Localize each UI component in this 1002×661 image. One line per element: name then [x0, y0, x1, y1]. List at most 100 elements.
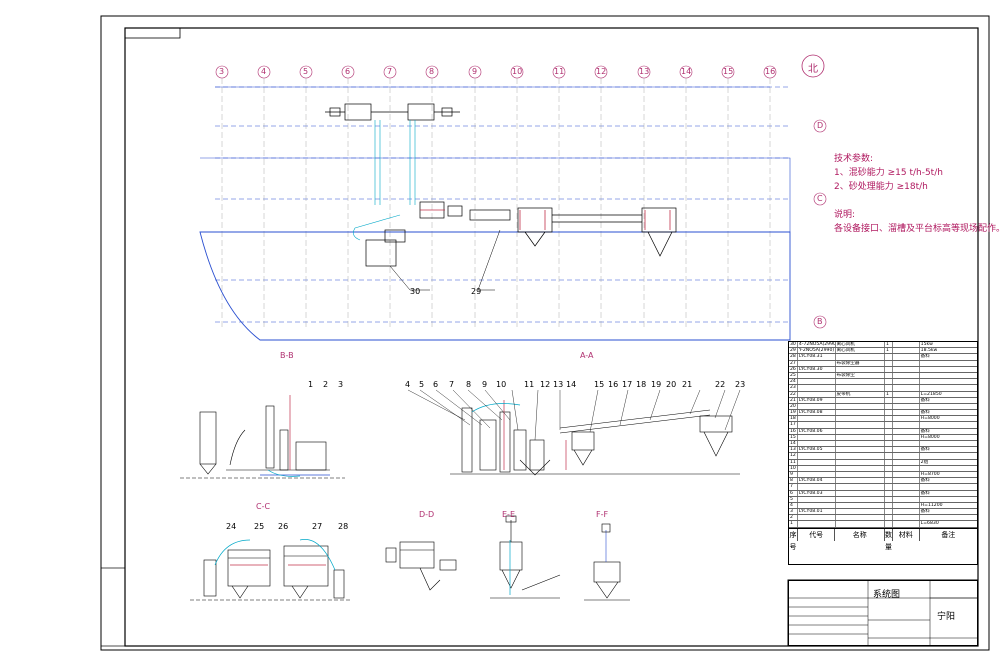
bom-cell-name	[836, 490, 885, 496]
bom-cell-qty	[885, 385, 893, 391]
bom-cell-mat	[893, 360, 920, 366]
bom-cell-name: 布袋除尘器	[836, 360, 885, 366]
building-outline-upper	[200, 157, 791, 232]
grid-axis-label: 4	[261, 67, 267, 76]
bom-cell-name	[836, 453, 885, 459]
bom-cell-mat	[893, 478, 920, 484]
bom-cell-no: 9	[789, 471, 798, 478]
bom-cell-mat	[893, 428, 920, 434]
building-outline	[199, 231, 791, 341]
view-aa-color	[471, 400, 567, 470]
bom-cell-qty	[885, 372, 893, 379]
bom-cell-qty	[885, 434, 893, 440]
bom-cell-mat	[893, 410, 920, 416]
aa-callout: 23	[735, 380, 746, 389]
bom-cell-no: 2	[789, 515, 798, 521]
bom-cell-code	[798, 379, 836, 385]
bom-cell-name	[836, 434, 885, 440]
aa-callout: 16	[608, 380, 619, 389]
aa-callout: 18	[636, 380, 647, 389]
bom-cell-code: Y-2NO5A(2990)	[798, 348, 836, 354]
row-axis-label: D	[817, 121, 824, 130]
bom-cell-mat	[893, 434, 920, 440]
aa-callout: 14	[566, 380, 577, 389]
bom-cell-rem: L=6830	[920, 521, 939, 527]
bom-cell-no: 29	[789, 348, 798, 354]
bom-cell-mat	[893, 490, 920, 496]
bom-cell-mat	[893, 422, 920, 428]
bom-cell-name	[836, 459, 885, 465]
grid-axis-label: 7	[387, 67, 393, 76]
bom-cell-name	[836, 478, 885, 484]
table-row: 12	[789, 453, 977, 460]
plan-callout: 30	[410, 287, 421, 296]
bom-cell-code	[798, 484, 836, 490]
row-axis-label: B	[817, 317, 823, 326]
grid-axis-label: 3	[219, 67, 225, 76]
bom-cell-rem	[920, 361, 977, 366]
cc-callout: 27	[312, 522, 323, 531]
bom-cell-qty	[885, 360, 893, 366]
aa-callout: 22	[715, 380, 726, 389]
bom-cell-mat	[893, 348, 920, 354]
aa-callout: 21	[682, 380, 693, 389]
bom-cell-no: 1	[789, 521, 798, 527]
bom-header-no: 序号	[789, 528, 798, 551]
bom-cell-name	[836, 496, 885, 502]
bom-cell-rem	[920, 484, 977, 489]
bom-cell-qty	[885, 366, 893, 372]
bom-cell-code	[798, 416, 836, 422]
bom-cell-qty	[885, 397, 893, 403]
bom-cell-mat	[893, 515, 920, 521]
bom-cell-rem: L=21850	[920, 391, 942, 397]
bom-cell-rem: 备料	[920, 478, 930, 484]
view-bb-drawing	[180, 405, 345, 479]
bom-cell-rem	[920, 453, 977, 458]
cc-callout: 28	[338, 522, 349, 531]
aa-callout: 5	[419, 380, 425, 389]
bom-cell-name	[836, 385, 885, 391]
bom-header-mat: 材料	[893, 528, 920, 541]
bom-cell-rem: 备料	[920, 447, 930, 453]
bom-cell-mat	[893, 484, 920, 490]
bom-cell-mat	[893, 502, 920, 509]
bom-cell-mat	[893, 416, 920, 422]
bom-cell-mat	[893, 342, 920, 348]
bom-cell-qty	[885, 379, 893, 385]
bom-cell-rem	[920, 385, 977, 390]
grid-axis-label: 9	[472, 67, 478, 76]
table-row: 10	[789, 465, 977, 472]
bom-cell-name	[836, 397, 885, 403]
aa-callout: 6	[433, 380, 439, 389]
bom-cell-code	[798, 422, 836, 428]
bom-cell-no: 3	[789, 509, 798, 515]
corner-box	[124, 27, 181, 39]
bom-cell-code	[798, 453, 836, 459]
bom-cell-code	[798, 372, 836, 379]
bom-cell-name: 皮带机	[836, 391, 885, 397]
inner-border	[124, 27, 979, 647]
param-1: 1、混砂能力 ≥15 t/h-5t/h	[834, 168, 943, 178]
view-label-aa: A-A	[580, 351, 594, 360]
bom-cell-qty: 1	[885, 391, 893, 397]
bom-header: 序号 代号 名称 数量 材料 备注	[789, 527, 977, 551]
north-symbol-label: 北	[808, 64, 818, 75]
param-2: 2、砂处理能力 ≥18t/h	[834, 182, 928, 192]
plan-grid	[215, 86, 790, 323]
bom-cell-mat	[893, 354, 920, 360]
bom-cell-mat	[893, 403, 920, 410]
bom-cell-no: 25	[789, 372, 798, 379]
bom-cell-code: LYCY08.31	[798, 354, 836, 360]
bom-cell-no: 26	[789, 366, 798, 372]
bom-cell-code: LYCY08.05	[798, 447, 836, 453]
bom-cell-no: 24	[789, 379, 798, 385]
